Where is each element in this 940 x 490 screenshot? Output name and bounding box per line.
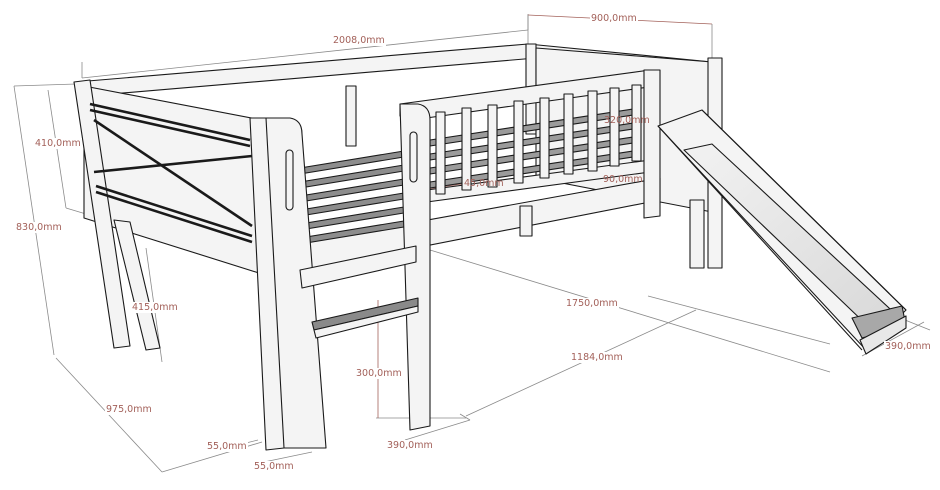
dim-ladder-width: 390,0mm [386, 440, 434, 451]
dim-post-width: 55,0mm [206, 441, 248, 452]
dim-rail-opening: 1184,0mm [570, 352, 624, 363]
dim-headboard-height: 410,0mm [34, 138, 82, 149]
bed-frame [73, 43, 723, 451]
dim-slide-width: 390,0mm [884, 341, 932, 352]
dim-underbed-clearance: 415,0mm [131, 302, 179, 313]
dim-slide-depth: 900,0mm [590, 13, 638, 24]
dim-ladder-step-height: 300,0mm [355, 368, 403, 379]
dim-rail-bottom-gap: 90,0mm [603, 174, 643, 185]
dim-total-width: 975,0mm [105, 404, 153, 415]
dim-slat-spacing: 45,0mm [464, 178, 504, 189]
slide [657, 109, 907, 355]
dim-rail-height: 320,0mm [604, 115, 650, 126]
dim-total-length: 2008,0mm [332, 35, 386, 46]
dim-total-height: 830,0mm [15, 222, 63, 233]
dim-post-depth: 55,0mm [253, 461, 295, 472]
dim-frame-length: 1750,0mm [565, 298, 619, 309]
